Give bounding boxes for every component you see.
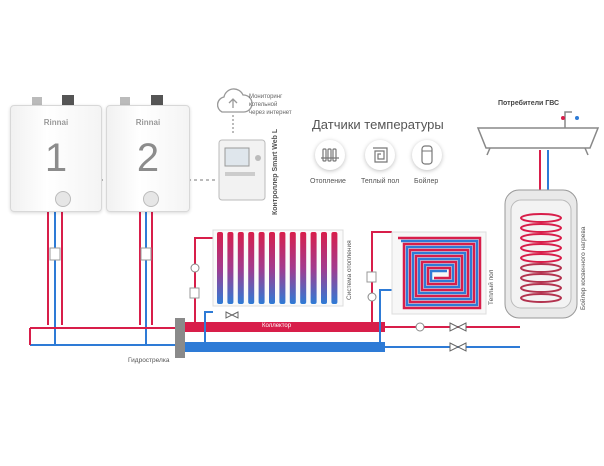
boiler-number: 1 <box>44 136 68 180</box>
radiator-supply-pipe <box>194 237 213 322</box>
bathtub-icon <box>476 111 600 156</box>
radiator-fin <box>237 232 244 304</box>
heating-system-label: Система отопления <box>346 240 353 300</box>
radiator-fin <box>248 232 255 304</box>
boiler-knob-icon <box>55 191 71 207</box>
boiler-1-flue-cap <box>62 95 74 105</box>
floor-return-pipe <box>379 289 392 342</box>
indirect-boiler-tank <box>504 189 578 319</box>
radiator-valve <box>189 287 200 299</box>
boiler-2-flue <box>120 97 130 105</box>
radiator-fin <box>217 232 223 304</box>
radiator-pump <box>190 263 200 273</box>
collector-supply <box>185 322 385 332</box>
sensor-label-heating: Отопление <box>310 178 346 185</box>
radiator-fin <box>269 232 275 304</box>
radiator-fin <box>227 232 234 304</box>
radiator-fin <box>331 232 338 304</box>
floor-pump <box>367 292 377 302</box>
radiator-icon <box>321 148 339 162</box>
sensor-label-boiler: Бойлер <box>414 178 439 185</box>
radiator-fin <box>300 232 307 304</box>
boiler-sensor <box>412 140 442 170</box>
tank-coil-turn <box>520 233 562 243</box>
floor-supply-pipe <box>371 231 392 322</box>
floor-heating-icon <box>373 147 388 163</box>
tank-coil-turn <box>520 213 562 223</box>
hydro-arrow <box>175 318 185 358</box>
dhw-consumers-label: Потребители ГВС <box>498 100 560 107</box>
hydro-arrow-label: Гидрострелка <box>128 357 170 364</box>
boiler-brand: Rinnai <box>43 118 69 127</box>
tank-coil-turn <box>520 283 562 293</box>
sensor-label-floor: Теплый пол <box>361 178 400 185</box>
radiator-sensor <box>315 140 345 170</box>
boiler-2-filter <box>140 247 152 261</box>
tank-valve <box>449 322 467 332</box>
tank-coil-turn <box>520 293 562 303</box>
tank-coil-turn <box>520 263 562 273</box>
floor-sensor <box>365 140 395 170</box>
boiler-number: 2 <box>136 136 160 180</box>
radiator-return-pipe <box>204 311 213 342</box>
radiator-fin <box>321 232 327 304</box>
tank-pump <box>415 322 425 332</box>
collector-valve <box>225 311 239 319</box>
boiler-1: Rinnai 1 <box>10 105 102 212</box>
boiler-2-flue-cap <box>151 95 163 105</box>
boiler-knob-icon <box>143 191 159 207</box>
radiator-fin <box>279 232 286 304</box>
radiator <box>212 229 344 307</box>
tank-coil-turn <box>520 243 562 253</box>
sensors-title: Датчики температуры <box>312 117 444 132</box>
boiler-brand: Rinnai <box>135 118 161 127</box>
boiler-1-filter <box>49 247 61 261</box>
cloud-icon <box>216 88 253 113</box>
controller-label: Контроллер Smart Web L <box>272 128 279 215</box>
radiator-fin <box>289 232 296 304</box>
boiler-1-flue <box>32 97 42 105</box>
tank-coil-turn <box>520 253 562 263</box>
controller-device <box>218 139 266 201</box>
tank-coil-turn <box>520 273 562 283</box>
tank-valve <box>449 342 467 352</box>
tank-coil-turn <box>520 223 562 233</box>
boiler-icon <box>421 145 433 165</box>
warm-floor-coil <box>391 231 487 315</box>
collector-label: Коллектор <box>262 323 292 329</box>
warm-floor-label: Теплый пол <box>488 269 495 305</box>
radiator-fin <box>258 232 265 304</box>
radiator-fin <box>310 232 317 304</box>
floor-valve <box>366 271 377 283</box>
boiler-2: Rinnai 2 <box>106 105 190 212</box>
cloud-caption: Мониторинг котельной через интернет <box>249 94 292 116</box>
indirect-boiler-label: Бойлер косвенного нагрева <box>580 226 587 310</box>
collector-return <box>185 342 385 352</box>
